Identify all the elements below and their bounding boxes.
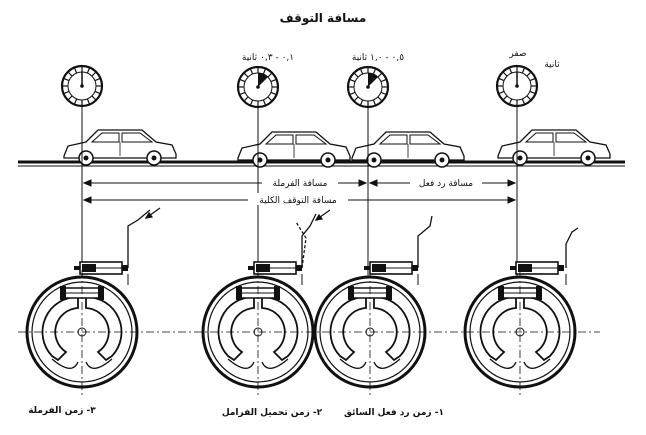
car-1-reaction	[497, 129, 611, 166]
master-cylinder	[247, 261, 303, 275]
master-cylinder	[363, 261, 419, 275]
center-lines	[18, 270, 600, 395]
caption-braking-time: ٣- زمن الفرملة	[28, 406, 96, 416]
total-distance-label: مسافة التوقف الكلية	[259, 196, 337, 206]
foot-arrow-icon	[144, 207, 331, 221]
diagram-title: مسافة التوقف	[280, 11, 367, 26]
clock-icon	[495, 64, 539, 108]
caption-driver-reaction-time: ١- زمن رد فعل السائق	[344, 408, 444, 418]
brake-pedal	[127, 209, 579, 269]
clock-label-t1: ٠,٥ - ١,٠ ثانية	[352, 53, 404, 63]
braking-distance-label: مسافة الفرملة	[273, 179, 328, 189]
clock-label-t0-unit: ثانية	[544, 60, 560, 70]
car-4-stopped	[63, 129, 177, 166]
marker-lines	[81, 98, 518, 290]
master-cylinder	[509, 261, 565, 275]
reaction-distance-label: مسافة رد فعل	[419, 179, 473, 189]
clock-label-t2: ٠,١ - ٠,٣ ثانية	[242, 53, 294, 63]
clock-label-t0-value: صفر	[508, 49, 526, 59]
clock-icon	[60, 64, 104, 108]
caption-brake-load-time: ٢- زمن تحميل الفرامل	[222, 408, 323, 418]
clock-icon	[236, 65, 280, 109]
clock-icon	[346, 65, 390, 109]
